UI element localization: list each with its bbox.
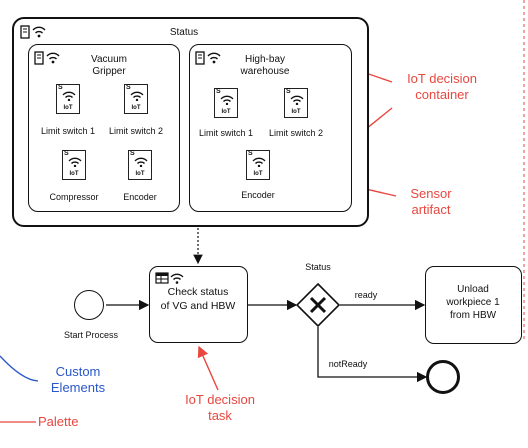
vacuum-gripper-title-line1: Vacuum (91, 54, 127, 65)
wifi-icon (252, 157, 266, 167)
sensor-label: Limit switch 1 (198, 128, 253, 138)
annotation-iot-decision-container: IoT decision container (407, 71, 477, 102)
wifi-icon (220, 95, 234, 105)
annotation-palette: Palette (38, 414, 79, 429)
sensor-artifact[interactable]: S IoT (284, 88, 308, 118)
sensor-artifact[interactable]: S IoT (214, 88, 238, 118)
unload-label-line1: Unload (457, 284, 489, 295)
wifi-icon (62, 91, 76, 101)
iot-container-icon (195, 51, 221, 65)
hbw-title-line1: High-bay (244, 54, 286, 65)
flow-ready-label: ready (354, 290, 378, 300)
exclusive-gateway[interactable] (296, 283, 340, 327)
wifi-icon (130, 91, 144, 101)
annotation-sensor-artifact: Sensor artifact (410, 186, 452, 217)
annotation-custom-elements: Custom Elements (50, 364, 106, 395)
sensor-label: Limit switch 2 (108, 126, 163, 136)
wifi-icon (290, 95, 304, 105)
unload-label-line3: from HBW (449, 310, 497, 321)
vacuum-gripper-container[interactable]: Vacuum Gripper (28, 44, 180, 212)
unload-label-line2: workpiece 1 (446, 297, 500, 308)
end-event[interactable] (426, 360, 460, 394)
wifi-icon (134, 157, 148, 167)
iot-container-icon (20, 25, 46, 39)
wifi-icon (68, 157, 82, 167)
task-label-line2: of VG and HBW (160, 300, 236, 312)
iot-task-icon (155, 272, 184, 284)
flow-not-ready (317, 327, 428, 383)
status-container-title: Status (169, 27, 199, 38)
hbw-title-line2: warehouse (240, 66, 290, 77)
sensor-artifact[interactable]: S IoT (124, 84, 148, 114)
check-status-task[interactable]: Check status of VG and HBW (149, 266, 248, 343)
sensor-label: Encoder (241, 190, 275, 200)
vacuum-gripper-title-line2: Gripper (92, 66, 126, 77)
gateway-label: Status (305, 262, 331, 272)
sensor-artifact[interactable]: S IoT (128, 150, 152, 180)
hbw-container[interactable]: High-bay warehouse (189, 44, 352, 212)
sensor-artifact[interactable]: S IoT (246, 150, 270, 180)
sensor-label: Compressor (49, 192, 99, 202)
sensor-artifact[interactable]: S IoT (56, 84, 80, 114)
flow-not-ready-label: notReady (328, 359, 368, 369)
iot-container-icon (34, 51, 60, 65)
start-event-label: Start Process (63, 330, 119, 340)
sensor-label: Encoder (123, 192, 157, 202)
start-event[interactable] (74, 290, 104, 320)
annotation-iot-decision-task: IoT decision task (185, 392, 255, 423)
sensor-label: Limit switch 2 (268, 128, 323, 138)
task-label-line1: Check status (167, 286, 229, 298)
sensor-artifact[interactable]: S IoT (62, 150, 86, 180)
sensor-label: Limit switch 1 (40, 126, 95, 136)
unload-task[interactable]: Unload workpiece 1 from HBW (425, 266, 522, 344)
